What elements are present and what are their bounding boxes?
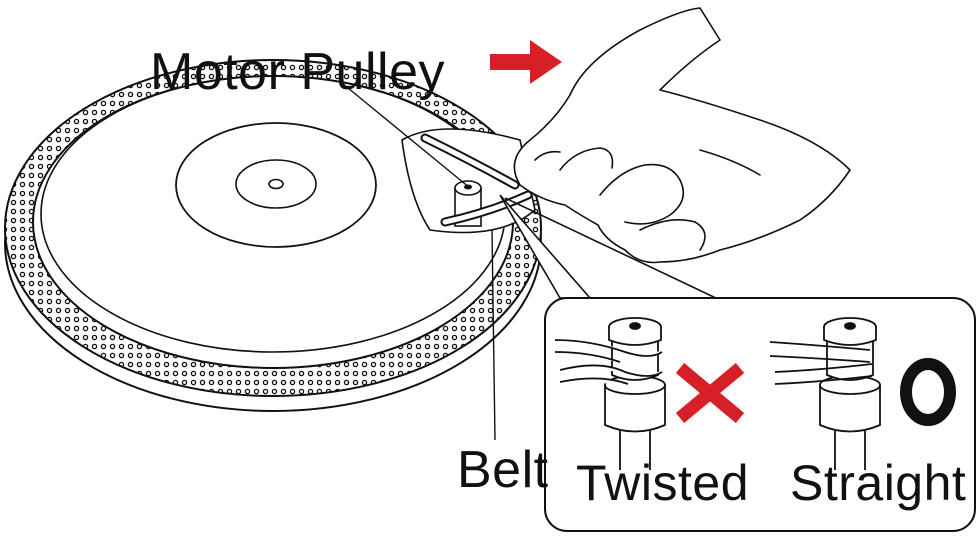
circle-o-icon — [900, 358, 956, 426]
hand-illustration — [513, 7, 851, 264]
belt-label: Belt — [457, 441, 549, 499]
turntable-platter — [4, 59, 542, 412]
cross-icon — [675, 363, 745, 423]
spindle — [268, 178, 284, 190]
motor-pulley-assembly — [401, 128, 536, 234]
straight-pulley-detail — [769, 317, 881, 470]
arrow-right-icon — [490, 40, 562, 84]
motor-pulley-leader — [347, 87, 471, 189]
twisted-pulley-detail — [554, 317, 666, 470]
twisted-label: Twisted — [576, 455, 750, 511]
belt-leader — [491, 229, 496, 441]
motor-pulley-label: Motor Pulley — [150, 43, 445, 101]
straight-label: Straight — [790, 455, 967, 511]
